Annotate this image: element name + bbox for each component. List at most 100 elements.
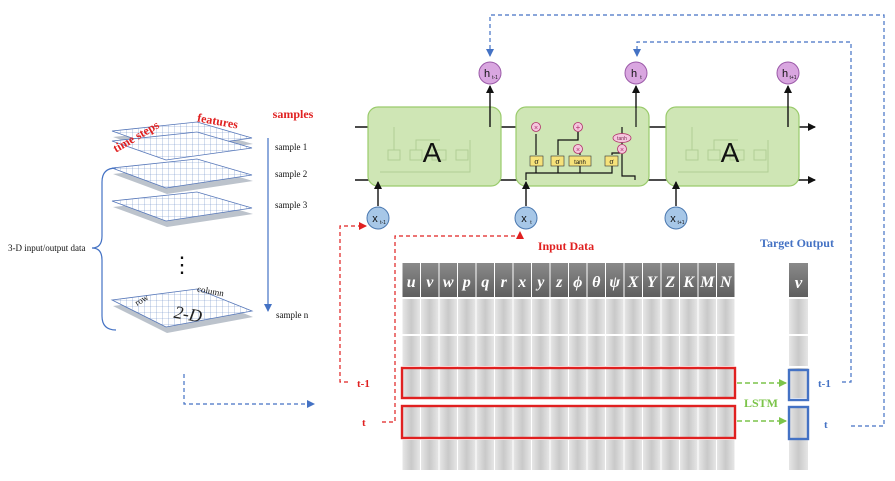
table-cell — [643, 440, 661, 470]
faint-internals-prev — [380, 127, 471, 173]
stack-brace — [91, 167, 117, 331]
target-output-title: Target Output — [760, 236, 834, 250]
table-cell — [661, 406, 679, 438]
table-cell — [698, 299, 716, 334]
table-cell — [717, 299, 735, 334]
row-highlight-prev — [400, 366, 737, 400]
table-cell — [606, 336, 624, 366]
table-cell — [680, 406, 698, 438]
table-cell — [643, 336, 661, 366]
table-cell — [513, 406, 531, 438]
column-header-7: y — [535, 274, 545, 291]
column-header-14: Z — [664, 274, 675, 291]
table-cell — [643, 368, 661, 398]
header-cell — [661, 263, 679, 297]
column-header-15: K — [682, 274, 695, 291]
layer-sample-2 — [111, 158, 253, 194]
table-cell — [606, 299, 624, 334]
table-cell — [439, 406, 457, 438]
gate-candidate-tanh: tanh — [574, 160, 586, 166]
table-cell — [421, 368, 439, 398]
op-forget-multiply — [531, 122, 541, 132]
input-node-next: x t+1 — [664, 206, 688, 230]
table-cell — [532, 336, 550, 366]
header-cell — [606, 263, 624, 297]
right-label-prev: t-1 — [818, 378, 831, 390]
header-cell — [532, 263, 550, 297]
table-cell — [532, 406, 550, 438]
feedback-line-outer — [486, 14, 885, 427]
column-header-10: θ — [592, 274, 601, 291]
column-header-16: M — [699, 274, 715, 291]
hidden-node-next-sub: t+1 — [789, 75, 796, 81]
right-label-curr: t — [824, 419, 828, 431]
header-cell — [680, 263, 698, 297]
op-add-sign: + — [576, 123, 581, 132]
column-header-6: x — [517, 274, 526, 291]
hidden-node-curr: h t — [624, 61, 648, 85]
target-cell — [789, 440, 808, 470]
table-cell — [495, 336, 513, 366]
table-cell — [458, 368, 476, 398]
table-cell — [717, 368, 735, 398]
table-cell — [698, 406, 716, 438]
faint-internals-next — [678, 127, 769, 173]
op-tanh-label: tanh — [617, 136, 627, 142]
table-cell — [698, 440, 716, 470]
table-cell — [439, 336, 457, 366]
table-cell — [476, 336, 494, 366]
table-cell — [532, 299, 550, 334]
table-cell — [476, 440, 494, 470]
header-cell — [513, 263, 531, 297]
table-cell — [717, 440, 735, 470]
table-cell — [550, 440, 568, 470]
header-cell — [643, 263, 661, 297]
table-cell — [661, 299, 679, 334]
lstm-cell-prev — [367, 106, 502, 187]
sample-1-label: sample 1 — [275, 142, 307, 152]
layer-sample-n — [110, 288, 254, 333]
cell-label-next: A — [721, 137, 740, 168]
hidden-node-prev-sub: t-1 — [492, 75, 498, 81]
row-label-prev: t-1 — [357, 378, 370, 390]
table-cell — [550, 336, 568, 366]
lstm-method-label: LSTM — [744, 396, 778, 410]
target-highlight-prev — [787, 368, 810, 402]
table-cell — [717, 336, 735, 366]
target-cell — [789, 406, 808, 438]
row-label-curr: t — [362, 417, 366, 429]
column-header-8: z — [555, 274, 563, 291]
op-output-multiply — [617, 144, 627, 154]
table-cell — [569, 368, 587, 398]
table-cell — [661, 336, 679, 366]
input-node-prev: x t-1 — [366, 206, 390, 230]
table-cell — [495, 368, 513, 398]
table-cell — [569, 336, 587, 366]
header-cell — [587, 263, 605, 297]
table-cell — [476, 406, 494, 438]
table-cell — [513, 368, 531, 398]
header-cell — [569, 263, 587, 297]
column-header-13: Y — [647, 274, 658, 291]
table-cell — [458, 406, 476, 438]
table-cell — [513, 440, 531, 470]
table-cell — [624, 336, 642, 366]
table-cell — [606, 440, 624, 470]
target-highlight-curr — [787, 405, 810, 441]
header-cell — [698, 263, 716, 297]
column-header-11: ψ — [609, 274, 620, 291]
column-header-3: p — [461, 274, 471, 291]
header-cell — [421, 263, 439, 297]
table-cell — [680, 299, 698, 334]
target-cell — [789, 368, 808, 398]
table-cell — [661, 440, 679, 470]
layer-sample-1b — [111, 131, 253, 161]
column-header-1: v — [426, 274, 434, 291]
header-cell — [624, 263, 642, 297]
input-node-next-main: x — [670, 213, 676, 225]
table-cell — [495, 406, 513, 438]
input-node-curr-sub: t — [530, 220, 532, 226]
table-cell — [495, 440, 513, 470]
table-cell — [402, 406, 420, 438]
